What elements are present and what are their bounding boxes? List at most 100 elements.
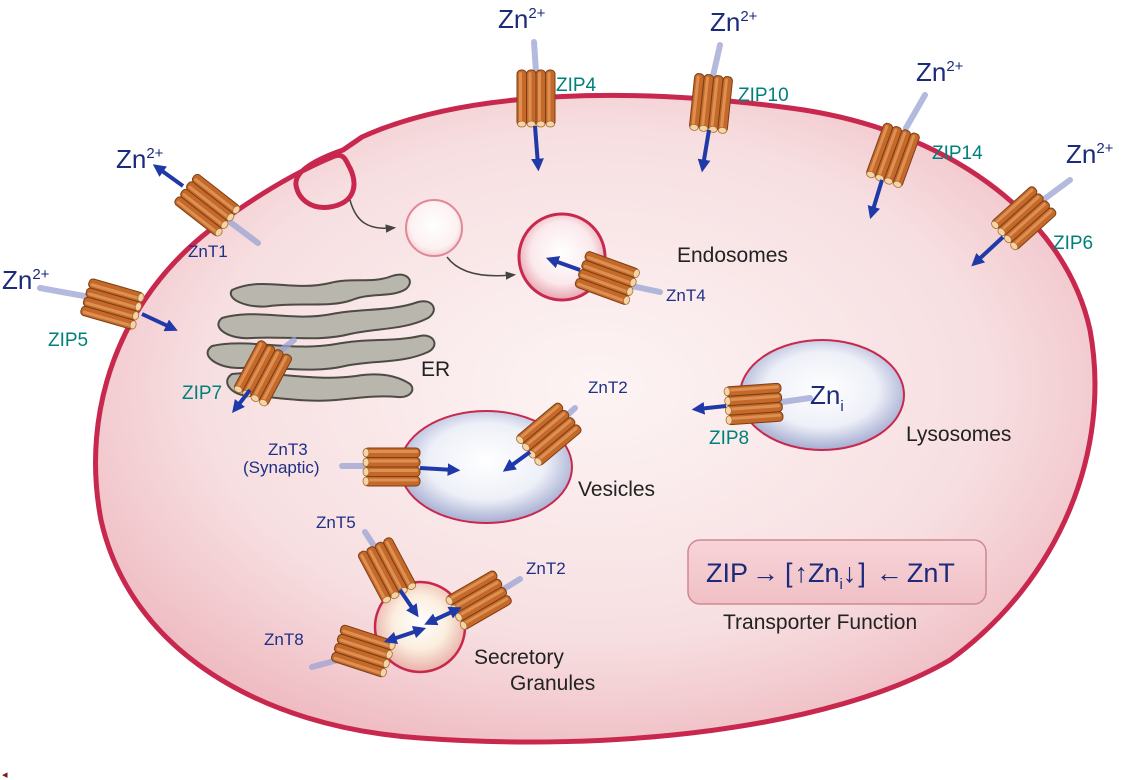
transporter-znt1-channel [174,173,241,237]
cell-membrane [93,92,1098,745]
label-lysosomes: Lysosomes [906,423,1011,446]
transporter-zip14 [866,92,928,220]
transporter-znt5-flux-arrow [398,588,419,618]
transporter-znt4-tail [629,283,663,295]
endocytosis-pathway [349,199,517,280]
transporter-zip6-tail [1040,177,1073,203]
transporter-zip7 [232,337,297,414]
label-secretory: Secretory [474,646,564,669]
transporter-znt1-flux-arrow [152,164,185,188]
transporter-zip7-flux-arrow [232,388,252,414]
key-down-arrow: ↓ [843,558,857,588]
transporter-znt4-flux-arrow [545,256,581,272]
key-bracket-close: ] [858,558,866,588]
transporter-znt2-granules-flux-arrow [424,606,462,626]
transporter-layer [37,39,1073,678]
transporter-zip4 [516,39,556,172]
label-znt3-synaptic: (Synaptic) [243,458,320,477]
transporter-zip10 [689,42,733,173]
transporter-zip10-flux-arrow [697,129,711,173]
key-bracket-open: [ [785,558,793,588]
transporter-zip14-flux-arrow [867,179,884,220]
transporter-zip7-channel [233,340,293,407]
label-znt3: ZnT3 [268,440,308,459]
transporter-zip5-channel [80,278,145,330]
transporter-znt2-granules-tail [499,576,523,593]
transporter-znt3 [339,447,461,487]
label-znt4: ZnT4 [666,286,706,305]
transporter-znt2-vesicles-flux-arrow [502,450,532,472]
key-zn-sub: i [840,576,843,593]
label-zip8: ZIP8 [709,428,749,449]
transporter-znt8-channel [331,624,396,678]
transporter-zip8-channel [723,382,784,426]
endocytic-vesicle [405,199,463,257]
transporter-znt8 [309,624,427,678]
label-znt2-vesicles: ZnT2 [588,378,628,397]
zinc-ion-zip10: Zn2+ [710,7,758,37]
zinc-ion-zip6: Zn2+ [1066,139,1114,169]
transporter-zip5 [37,278,178,332]
label-znt5: ZnT5 [316,513,356,532]
zinc-ion-zip4: Zn2+ [498,4,546,34]
transporter-zip8-flux-arrow [691,401,727,415]
label-granules: Granules [510,672,595,695]
transporter-zip5-tail [37,285,87,299]
zinc-ion-znt1: Zn2+ [116,144,164,174]
transporter-zip6-channel [991,186,1057,251]
transporter-znt2-vesicles [502,402,582,472]
transporter-zip4-tail [531,39,539,75]
transporter-znt8-flux-arrow [383,625,427,645]
label-zip14: ZIP14 [932,143,983,164]
transporter-zip4-channel [516,69,556,128]
zinc-ion-labels: Zn2+ Zn2+ Zn2+ Zn2+ Zn2+ Zn2+ Zni [2,4,1114,415]
transporter-zip6-flux-arrow [971,235,1005,267]
endocytosis-arrow-1 [349,199,397,233]
zinc-ion-zip5: Zn2+ [2,265,50,295]
zinc-ion-zip14: Zn2+ [916,57,964,87]
label-znt8: ZnT8 [264,630,304,649]
label-vesicles: Vesicles [578,478,655,501]
key-left-arrow: ← [876,558,903,588]
key-zn: Zn [808,558,840,588]
transporter-zip14-tail [903,92,928,131]
transporter-znt5 [357,529,419,618]
transporter-znt1 [152,164,261,246]
label-er: ER [421,358,450,381]
transporter-zip14-channel [866,122,920,188]
transporter-zip8 [691,382,813,426]
key-caption: Transporter Function [723,611,917,634]
transporter-znt2-granules [424,570,523,630]
label-zip4: ZIP4 [556,75,597,96]
transporter-znt4 [545,251,663,305]
transporter-zip6 [971,177,1073,267]
transporter-znt3-flux-arrow [419,463,461,477]
organelle-labels: Endosomes ER Lysosomes Vesicles Secretor… [421,244,1011,695]
corner-mark: ◂ [2,769,8,780]
key-up-arrow: ↑ [795,558,809,588]
label-zip6: ZIP6 [1053,233,1093,254]
label-zip10: ZIP10 [738,85,789,106]
label-znt2-granules: ZnT2 [526,559,566,578]
key-zip: ZIP [706,558,748,588]
intracellular-zinc-lysosome: Zni [810,380,844,415]
label-endosomes: Endosomes [677,244,788,267]
transporter-zip5-flux-arrow [141,312,178,332]
transporter-zip10-tail [710,42,723,79]
label-znt1: ZnT1 [188,242,228,261]
transporter-zip8-tail [779,395,813,405]
transporter-zip4-flux-arrow [531,125,544,172]
endocytosis-arrow-2 [446,256,517,280]
transporter-znt3-channel [362,447,421,487]
label-zip5: ZIP5 [48,330,88,351]
key-equation: ZIP→[↑Zni↓] ←ZnT [706,558,955,593]
transporter-function-key-box [687,539,987,605]
transporter-znt4-channel [574,251,640,305]
transporter-znt1-tail [227,219,261,246]
key-right-arrow: → [752,558,779,588]
transporter-labels: ZIP4 ZIP10 ZIP14 ZIP6 ZIP5 ZIP7 ZIP8 ZnT… [48,75,1093,649]
transporter-znt5-channel [357,537,417,604]
label-zip7: ZIP7 [182,383,222,404]
key-znt: ZnT [907,558,955,588]
